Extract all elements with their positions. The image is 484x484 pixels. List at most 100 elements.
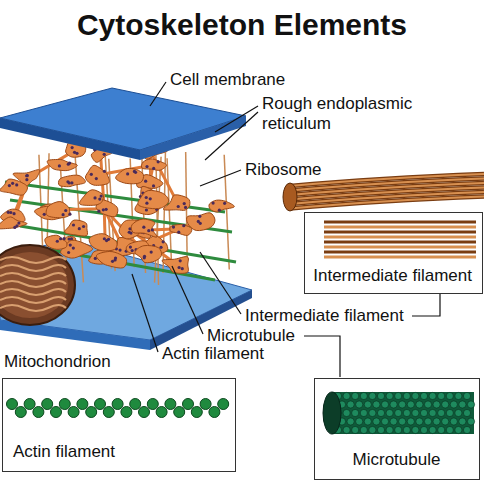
actin-bead xyxy=(15,407,26,418)
filament-stripe xyxy=(324,256,476,259)
ribosome-dot xyxy=(126,172,129,175)
tubulin-bead xyxy=(381,401,388,408)
ribosome-dot xyxy=(8,184,11,187)
actin-bead xyxy=(156,407,167,418)
tubulin-bead xyxy=(412,409,419,416)
er-sheet xyxy=(89,234,117,251)
ribosome-dot xyxy=(78,227,81,230)
ribosome-dot xyxy=(144,180,147,183)
mitochondrion-inner xyxy=(0,252,68,318)
ribosome-dot xyxy=(184,206,187,209)
tubulin-bead xyxy=(390,401,397,408)
er-sheet xyxy=(65,220,88,236)
tubulin-bead xyxy=(424,418,431,425)
er-sheet xyxy=(96,251,126,268)
tubulin-bead xyxy=(424,401,431,408)
part-label: Mitochondrion xyxy=(4,352,111,372)
actin-bead xyxy=(7,399,18,410)
ribosome-dot xyxy=(212,201,215,204)
actin-bead xyxy=(95,399,106,410)
part-label: Microtubule xyxy=(207,326,295,346)
tubulin-bead xyxy=(360,409,367,416)
ribosome-dot xyxy=(111,260,114,263)
ribosome-dot xyxy=(11,182,14,185)
tubulin-bead xyxy=(386,426,393,433)
ribosome-dot xyxy=(152,167,155,170)
ribosome-dot xyxy=(17,221,20,224)
tubulin-bead xyxy=(395,409,402,416)
actin-bead xyxy=(112,399,123,410)
ribosome-dot xyxy=(72,246,75,249)
tubulin-bead xyxy=(343,392,350,399)
er-sheet xyxy=(135,245,162,262)
ribosome-dot xyxy=(198,215,201,218)
part-label: Intermediate filament xyxy=(245,306,404,326)
tubulin-bead xyxy=(403,392,410,399)
actin-bead xyxy=(59,399,70,410)
leader-line xyxy=(205,112,258,160)
tubulin-bead xyxy=(420,409,427,416)
actin-bead xyxy=(191,407,202,418)
ribosome-dot xyxy=(147,229,150,232)
ribosome-dot xyxy=(182,224,185,227)
ribosome-dot xyxy=(69,243,72,246)
tubulin-bead xyxy=(450,418,457,425)
tubulin-bead xyxy=(412,392,419,399)
ribosome-dot xyxy=(150,251,153,254)
actin-bead xyxy=(130,399,141,410)
er-sheet xyxy=(80,190,104,206)
tubulin-bead xyxy=(416,401,423,408)
ribosome-dot xyxy=(218,209,221,212)
er-sheet xyxy=(46,202,70,218)
tubulin-bead xyxy=(463,409,470,416)
leader-line xyxy=(132,274,158,352)
leader-line xyxy=(150,82,166,106)
er-sheet xyxy=(209,200,234,212)
filament-panel: Actin filament xyxy=(2,378,236,472)
ribosome-dot xyxy=(25,174,28,177)
upper-membrane xyxy=(0,88,246,150)
mitochondrion xyxy=(0,245,75,325)
tubulin-bead xyxy=(438,426,445,433)
actin-bead xyxy=(42,399,53,410)
filament-panel: Microtubule xyxy=(314,378,480,480)
actin-bead xyxy=(200,399,211,410)
tubulin-bead xyxy=(446,392,453,399)
actin-bead xyxy=(209,407,220,418)
filament-stripe xyxy=(324,231,476,234)
ribosome-dot xyxy=(157,160,160,163)
tubulin-bead xyxy=(364,401,371,408)
ribosome-dot xyxy=(181,267,184,270)
ribosome-dot xyxy=(95,177,98,180)
ribosome-dot xyxy=(100,194,103,197)
ribosome-dot xyxy=(93,196,96,199)
ribosome-dot xyxy=(15,224,18,227)
tubulin-bead xyxy=(373,418,380,425)
actin-bead xyxy=(139,407,150,418)
er-sheet xyxy=(170,224,192,235)
ribosome-dot xyxy=(58,164,61,167)
tubulin-bead xyxy=(352,392,359,399)
tubulin-bead xyxy=(429,392,436,399)
ribosome-dot xyxy=(59,237,62,240)
tubulin-bead xyxy=(467,401,474,408)
ribosome-dot xyxy=(177,205,180,208)
ribosome-dot xyxy=(82,225,85,228)
tubulin-bead xyxy=(356,401,363,408)
tubulin-bead xyxy=(446,426,453,433)
tubulin-bead xyxy=(429,409,436,416)
filament-stripe xyxy=(324,246,476,249)
ribosome-dot xyxy=(90,173,93,176)
tubulin-bead xyxy=(455,409,462,416)
tubulin-bead xyxy=(438,392,445,399)
actin-bead xyxy=(165,399,176,410)
ribosome-dot xyxy=(151,228,154,231)
tubulin-bead xyxy=(416,418,423,425)
tubulin-bead xyxy=(407,401,414,408)
tubulin-bead xyxy=(347,418,354,425)
ribosome-dot xyxy=(172,226,175,229)
ribosome-dot xyxy=(142,226,145,229)
ribosome-dot xyxy=(143,255,146,258)
tubulin-bead xyxy=(399,401,406,408)
